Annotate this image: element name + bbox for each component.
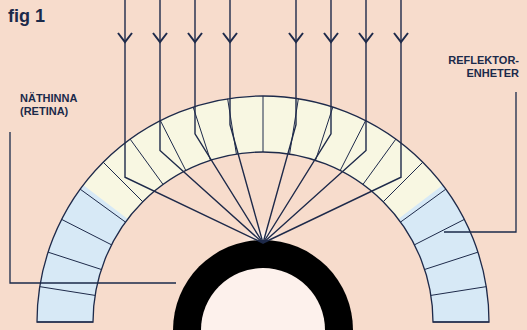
eye-interior	[201, 268, 325, 330]
light-ray	[195, 0, 263, 243]
reflector-divider	[431, 287, 486, 296]
reflector-divider	[263, 96, 264, 152]
lit-reflector-area	[83, 96, 443, 219]
reflector-divider	[62, 219, 112, 244]
arrow-head	[289, 33, 303, 42]
reflector-divider	[425, 252, 478, 269]
reflector-divider	[80, 189, 125, 222]
arrow-head	[394, 33, 408, 42]
reflector-divider	[193, 107, 210, 160]
arrow-head	[153, 33, 167, 42]
arrow-head	[359, 33, 373, 42]
retina-layer	[173, 240, 353, 330]
arrow-head	[118, 33, 132, 42]
reflector-divider	[103, 162, 143, 202]
light-ray	[160, 0, 263, 243]
light-ray	[263, 0, 366, 243]
light-rays	[118, 0, 408, 243]
reflector-divider	[363, 139, 396, 184]
reflector-divider	[130, 139, 163, 184]
light-ray	[125, 0, 263, 243]
figure-label: fig 1	[8, 6, 45, 27]
light-ray	[263, 0, 401, 243]
part-label: NÄTHINNA (RETINA)	[20, 92, 100, 117]
light-ray	[263, 0, 331, 243]
retina	[173, 218, 353, 330]
leader-line	[10, 132, 176, 283]
reflector-divider	[316, 107, 333, 160]
leader-line	[444, 92, 516, 232]
part-label: REFLEKTOR- ENHETER	[437, 54, 519, 79]
reflector-divider	[228, 99, 237, 154]
arrow-head	[324, 33, 338, 42]
leader-lines	[10, 92, 516, 283]
reflector-divider	[40, 287, 95, 296]
reflector-divider	[48, 252, 101, 269]
reflector-divider	[290, 99, 299, 154]
reflector-divider	[383, 162, 423, 202]
arrow-head	[223, 33, 237, 42]
reflector-divider	[401, 189, 446, 222]
arrow-head	[188, 33, 202, 42]
